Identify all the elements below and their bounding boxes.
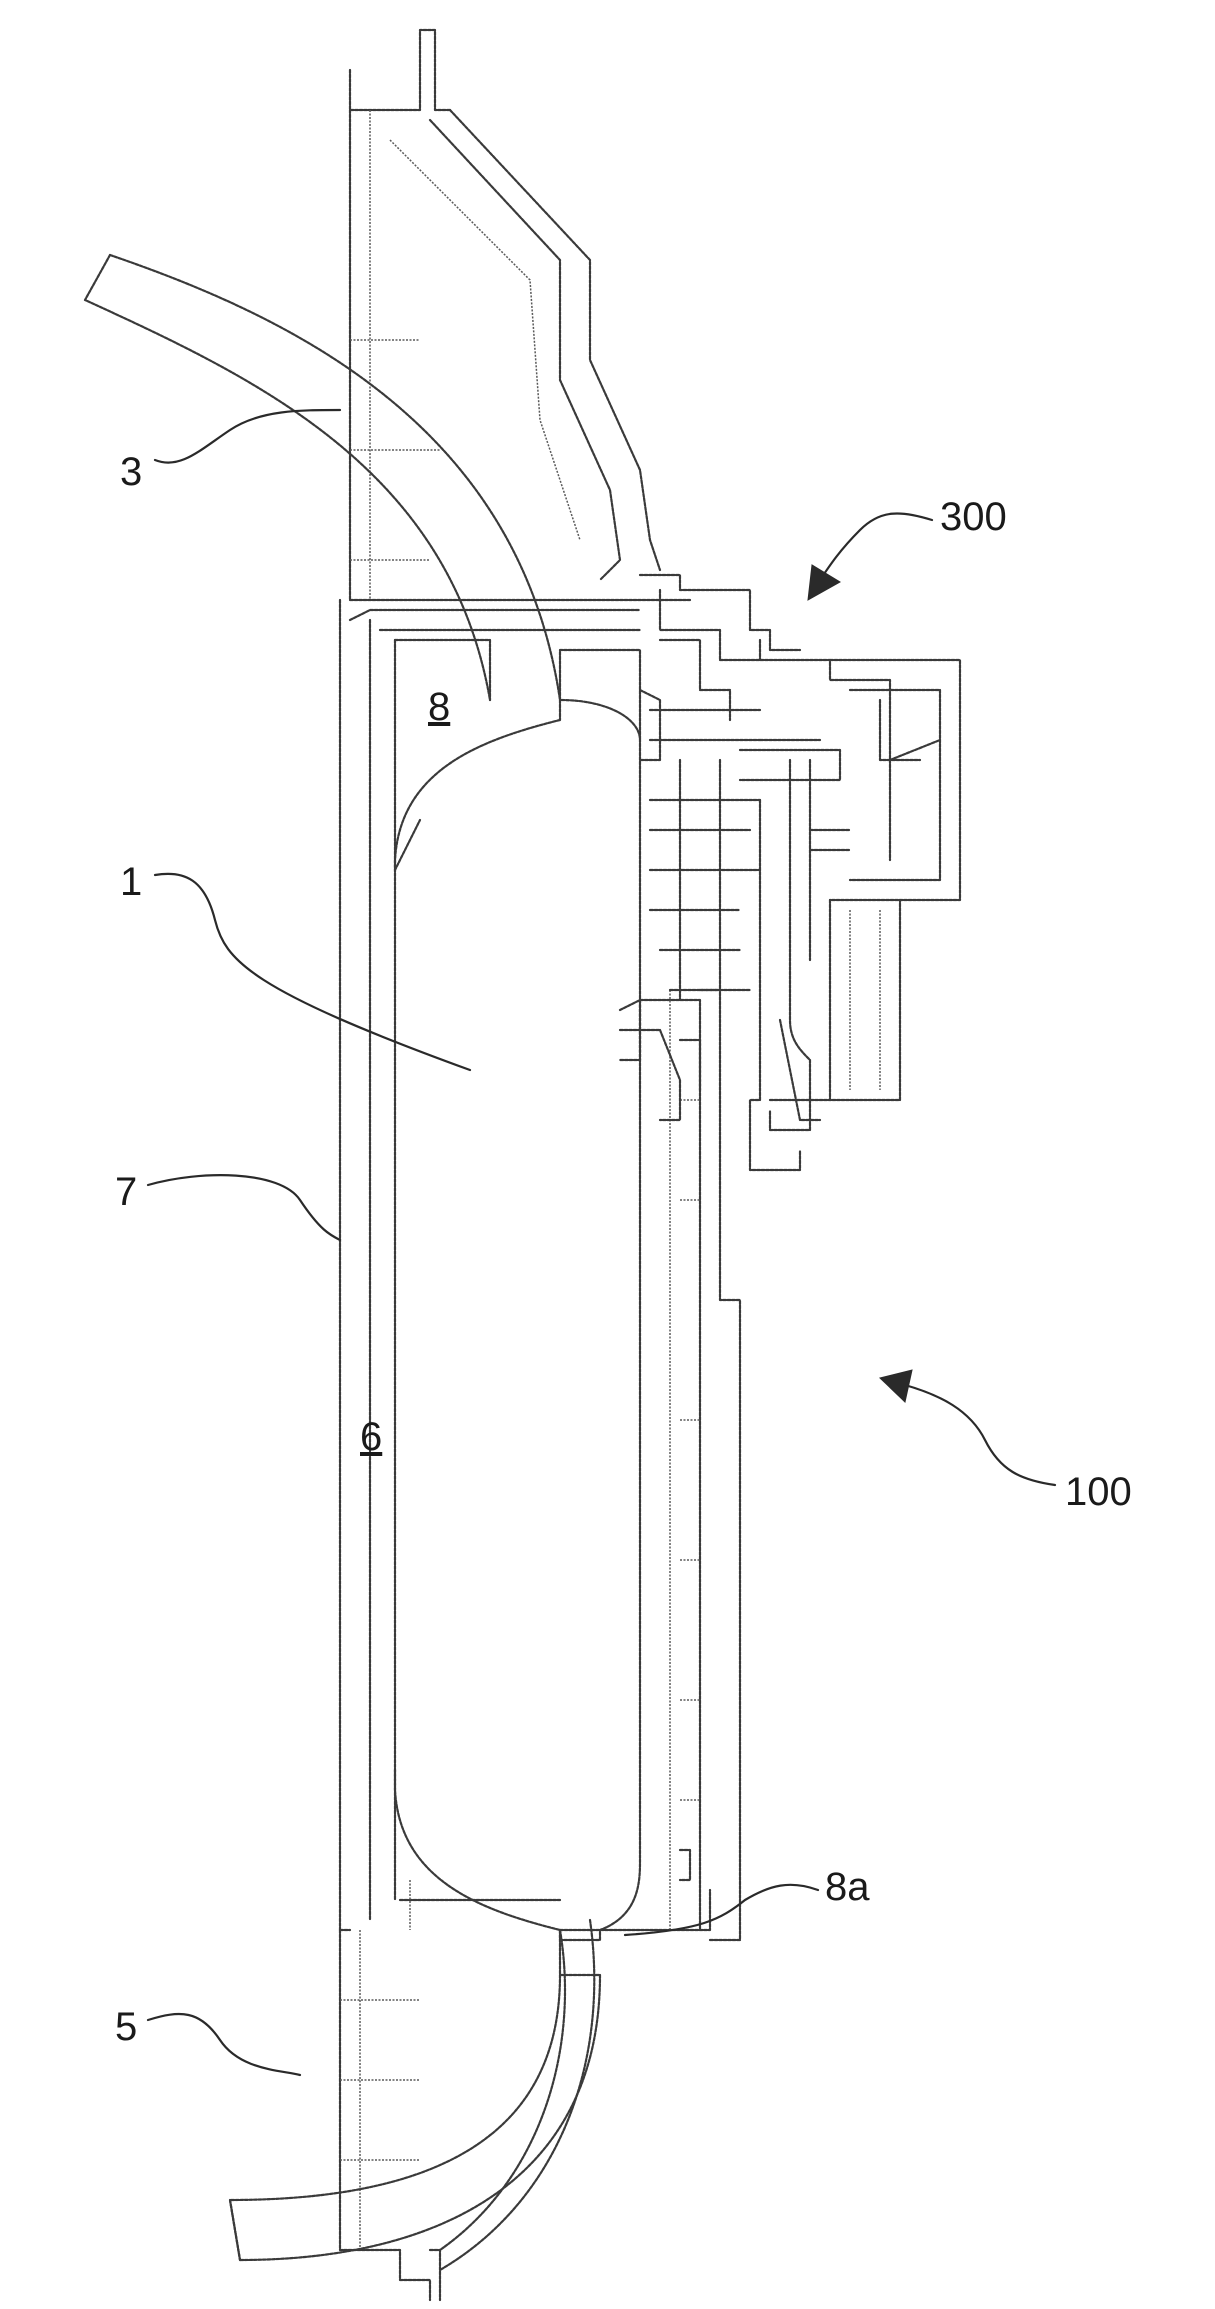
ref-label-1: 1	[120, 860, 142, 904]
ref-label-300: 300	[940, 495, 1007, 539]
reference-numerals: 3 300 8 1 7 6 100 8a 5	[115, 450, 1132, 2049]
right-support	[640, 990, 740, 1940]
inner-casing	[350, 610, 640, 1930]
ref-label-6: 6	[360, 1415, 382, 1459]
ref-label-7: 7	[115, 1170, 137, 1214]
block-8	[395, 640, 490, 870]
ref-label-5: 5	[115, 2005, 137, 2049]
ref-label-8: 8	[428, 685, 450, 729]
leader-7	[148, 1175, 340, 1240]
ref-label-100: 100	[1065, 1470, 1132, 1514]
ref-label-3: 3	[120, 450, 142, 494]
vessel-body	[395, 650, 640, 1975]
arrowhead-100	[880, 1370, 912, 1402]
leader-1	[155, 874, 470, 1070]
leader-300	[820, 513, 932, 580]
leader-100	[905, 1385, 1055, 1485]
outlet-pipe	[230, 1975, 600, 2260]
leader-5	[148, 2014, 300, 2075]
valve-assembly	[620, 575, 960, 1170]
leader-3	[155, 410, 340, 463]
inlet-pipe	[85, 255, 560, 700]
arrowhead-300	[808, 565, 840, 600]
ref-label-8a: 8a	[825, 1865, 870, 1909]
leader-8a	[625, 1885, 818, 1935]
